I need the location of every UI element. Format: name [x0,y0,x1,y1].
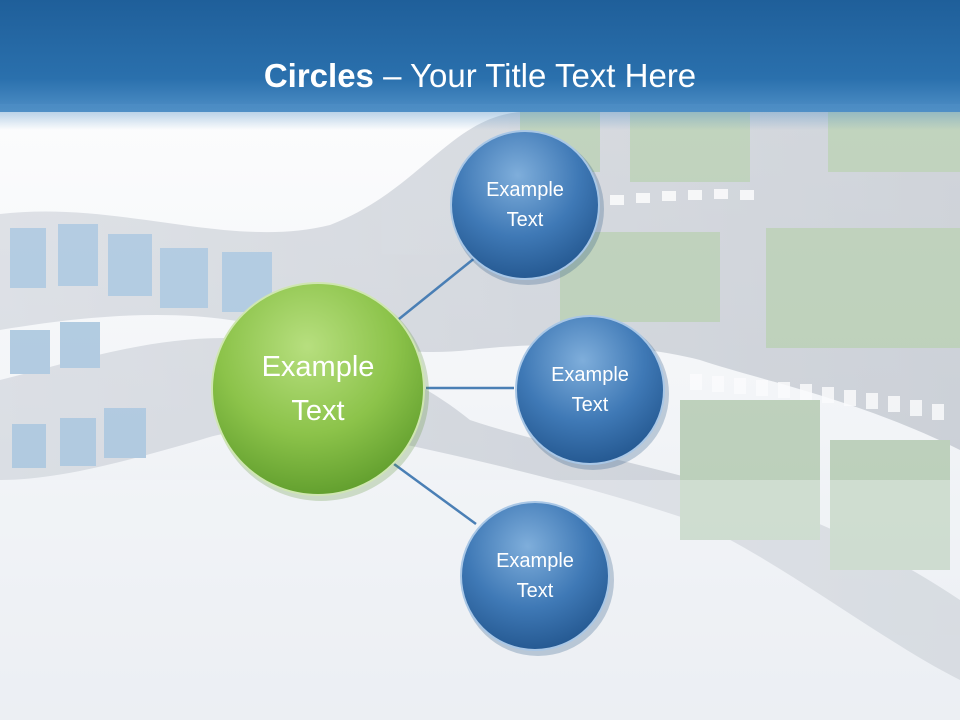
satellite-node-circle[interactable] [450,130,604,285]
center-node-label: Example Text [261,351,375,427]
satellite-node-label: Example Text [496,550,574,602]
slide-title: Circles – Your Title Text Here [0,56,960,96]
title-bold: Circles [263,57,374,94]
center-node-circle[interactable] [211,282,429,501]
satellite-node-label: Example Text [551,364,629,416]
connectors [393,256,514,526]
satellite-node-circle[interactable] [515,315,669,470]
title-rest: – Your Title Text Here [373,57,697,94]
title-bar [0,0,960,112]
connector-bottom [393,462,477,526]
connector-top [393,256,477,324]
satellite-node-label: Example Text [486,179,564,231]
satellite-node-circle[interactable] [460,501,614,656]
title-bar-fade [0,104,960,130]
